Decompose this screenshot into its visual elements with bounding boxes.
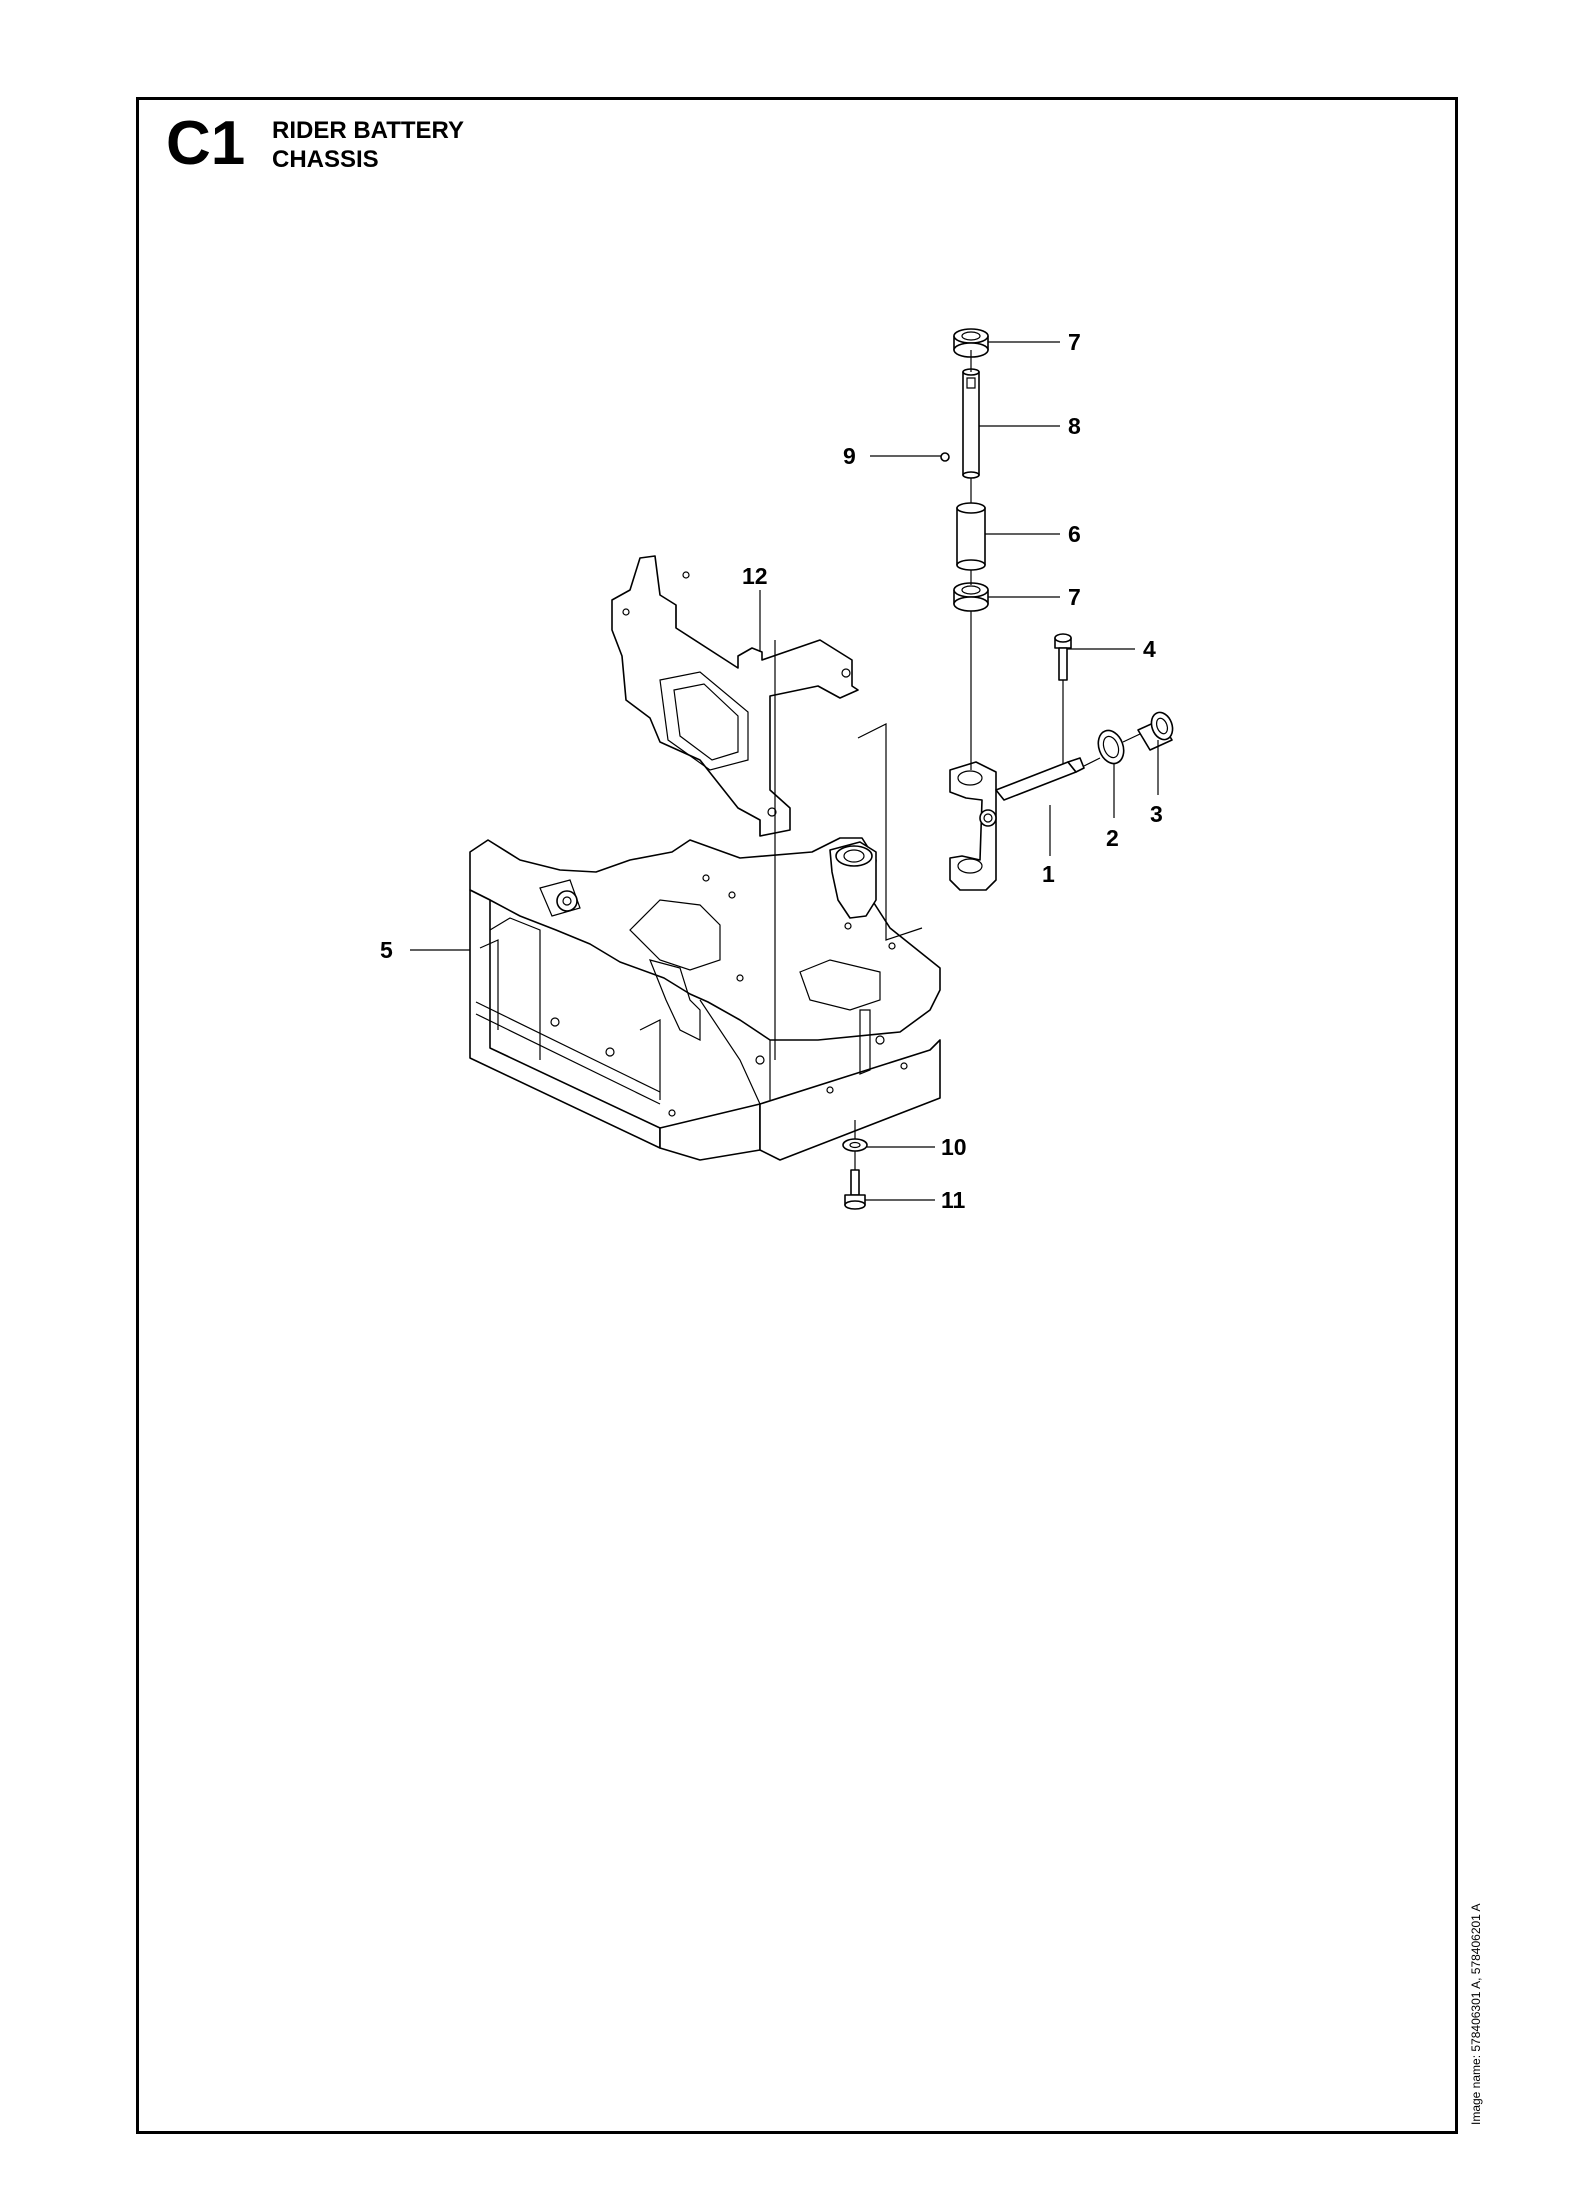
part-8-pin [962, 368, 980, 479]
callout-numbers: 7 8 9 6 7 4 1 2 3 5 12 10 11 [380, 329, 1163, 1213]
callout-6: 6 [1068, 521, 1081, 547]
callout-11: 11 [941, 1187, 966, 1213]
page-frame [136, 97, 1458, 2134]
section-title: RIDER BATTERY CHASSIS [272, 116, 464, 174]
part-3-collar [1137, 711, 1174, 751]
part-7-bushing-bottom [953, 582, 989, 612]
part-10-washer [842, 1138, 868, 1152]
callout-7-top: 7 [1068, 329, 1081, 355]
part-11-bolt [844, 1169, 866, 1210]
title-line-1: RIDER BATTERY [272, 117, 464, 144]
part-1-pivot-yoke [949, 757, 1085, 891]
image-name-note: Image name: 578406301 A, 578406201 A [1469, 1903, 1483, 2125]
title-line-2: CHASSIS [272, 146, 379, 173]
callout-leaders [410, 341, 1159, 1201]
part-9-roll-pin [940, 452, 950, 462]
section-code: C1 [166, 109, 246, 178]
callout-10: 10 [941, 1134, 967, 1160]
part-4-bolt [1054, 633, 1072, 681]
callout-1: 1 [1042, 861, 1055, 887]
part-2-washer [1097, 729, 1125, 765]
part-12-bracket [611, 555, 859, 837]
callout-5: 5 [380, 937, 393, 963]
callout-4: 4 [1143, 636, 1156, 662]
callout-8: 8 [1068, 413, 1081, 439]
part-5-chassis-frame [469, 837, 941, 1161]
callout-7-bottom: 7 [1068, 584, 1081, 610]
callout-2: 2 [1106, 825, 1119, 851]
part-6-sleeve [956, 502, 986, 571]
callout-9: 9 [843, 443, 856, 469]
pivot-outline-box [857, 723, 923, 941]
callout-3: 3 [1150, 801, 1163, 827]
assembly-axis-lines [774, 350, 1141, 1170]
callout-12: 12 [742, 563, 768, 589]
